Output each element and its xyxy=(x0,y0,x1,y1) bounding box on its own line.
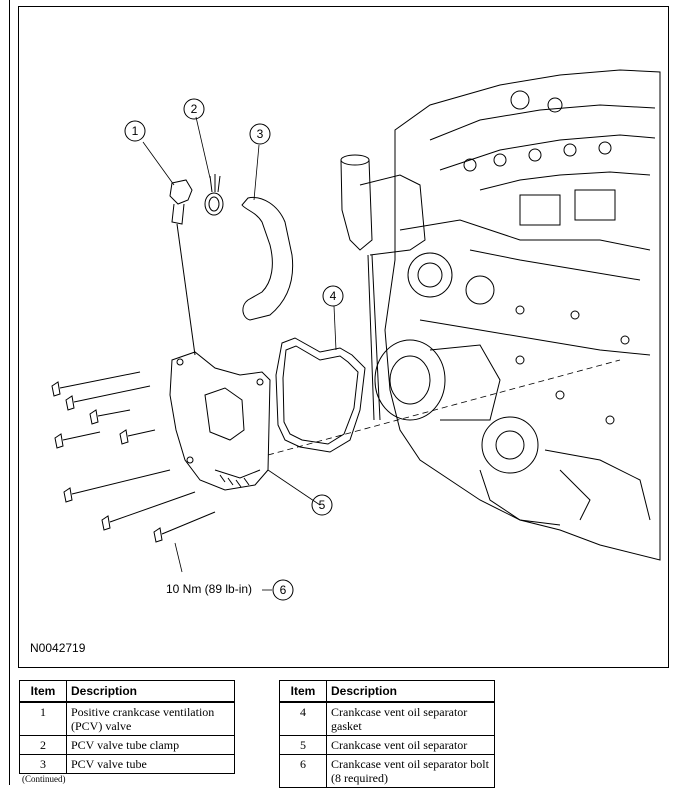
callout-6: 6 xyxy=(280,583,287,597)
legend-row: 4 Crankcase vent oil separator gasket xyxy=(279,701,495,736)
pcv-valve xyxy=(169,179,196,356)
callout-5: 5 xyxy=(319,498,326,512)
header-description: Description xyxy=(326,680,495,703)
figure-id: N0042719 xyxy=(30,641,86,655)
legend-row: 5 Crankcase vent oil separator xyxy=(279,735,495,755)
legend-row: 2 PCV valve tube clamp xyxy=(19,735,235,755)
legend-item-number: 2 xyxy=(19,735,67,755)
continued-note: (Continued) xyxy=(22,774,66,784)
legend-item-number: 1 xyxy=(19,701,67,736)
exploded-view-illustration: 1 2 3 4 5 6 xyxy=(51,69,661,601)
legend-item-number: 6 xyxy=(279,754,327,788)
legend-item-number: 4 xyxy=(279,701,327,736)
crankcase-vent-oil-separator xyxy=(169,351,271,491)
torque-spec-label: 10 Nm (89 lb-in) xyxy=(166,582,253,596)
header-item: Item xyxy=(279,680,327,703)
pcv-valve-tube xyxy=(241,196,294,321)
legend-header-row: Item Description xyxy=(19,680,235,703)
callout-circles xyxy=(124,98,344,601)
oil-separator-gasket xyxy=(275,337,366,453)
pcv-tube-clamp xyxy=(204,174,224,216)
legend-item-number: 3 xyxy=(19,754,67,774)
callout-1: 1 xyxy=(132,124,139,138)
legend-row: 3 PCV valve tube xyxy=(19,754,235,774)
separator-bolts xyxy=(51,371,216,543)
legend-header-row: Item Description xyxy=(279,680,495,703)
legend-item-description: Crankcase vent oil separator bolt (8 req… xyxy=(326,754,495,788)
legend-item-description: PCV valve tube clamp xyxy=(66,735,235,755)
header-item: Item xyxy=(19,680,67,703)
legend-row: 1 Positive crankcase ventilation (PCV) v… xyxy=(19,701,235,736)
callout-3: 3 xyxy=(257,127,264,141)
legend-item-number: 5 xyxy=(279,735,327,755)
leader-lines xyxy=(142,116,621,591)
callout-4: 4 xyxy=(330,289,337,303)
callout-2: 2 xyxy=(191,102,198,116)
engine-assembly xyxy=(340,69,661,561)
legend-item-description: PCV valve tube xyxy=(66,754,235,774)
page-margin-rule xyxy=(9,0,10,785)
legend-table-right: Item Description 4 Crankcase vent oil se… xyxy=(279,680,495,788)
legend-table-left: Item Description 1 Positive crankcase ve… xyxy=(19,680,235,774)
legend-row: 6 Crankcase vent oil separator bolt (8 r… xyxy=(279,754,495,788)
legend-item-description: Crankcase vent oil separator gasket xyxy=(326,701,495,736)
illustration-frame xyxy=(18,6,669,668)
header-description: Description xyxy=(66,680,235,703)
legend-item-description: Positive crankcase ventilation (PCV) val… xyxy=(66,701,235,736)
legend-item-description: Crankcase vent oil separator xyxy=(326,735,495,755)
